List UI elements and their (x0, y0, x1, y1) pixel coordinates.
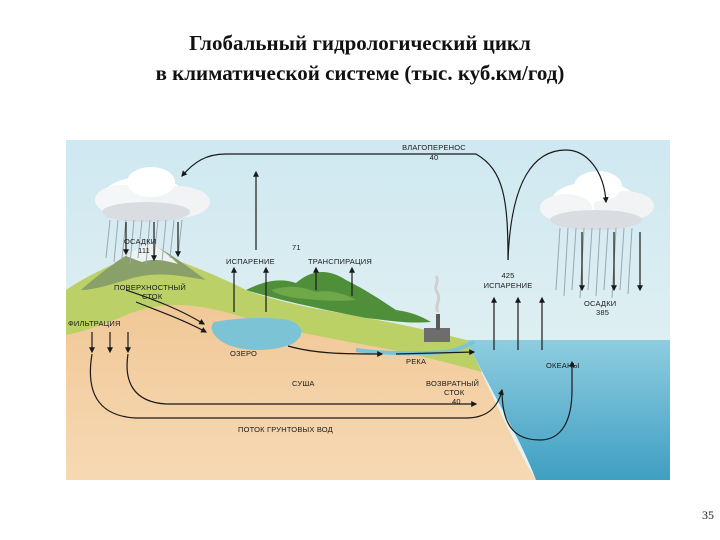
transpiration-label: ТРАНСПИРАЦИЯ (308, 257, 372, 266)
factory-smoke (434, 275, 441, 313)
land-soil (66, 252, 536, 480)
return-flow-label-2: СТОК (444, 388, 465, 397)
forest-front (271, 286, 356, 301)
surface-runoff-arrow-1 (125, 289, 206, 325)
slide-title: Глобальный гидрологический цикл в климат… (0, 28, 720, 88)
river-flow-arrow (395, 349, 476, 356)
land-rain (105, 219, 183, 265)
mountain (81, 244, 206, 290)
title-line-1: Глобальный гидрологический цикл (189, 31, 531, 55)
groundwater-flow-label: ПОТОК ГРУНТОВЫХ ВОД (238, 425, 333, 434)
arrows (89, 149, 643, 441)
ocean-precip-value: 385 (596, 308, 609, 317)
ocean (466, 340, 670, 480)
ocean-evaporation-label: ИСПАРЕНИЕ (484, 281, 533, 290)
page-number: 35 (702, 508, 714, 522)
hydrological-cycle-diagram: ВЛАГОПЕРЕНОС 40 ОСАДКИ 111 71 ИСПАРЕНИЕ … (66, 140, 670, 480)
factory (424, 328, 450, 342)
infiltration-label: ФИЛЬТРАЦИЯ (68, 319, 121, 328)
ocean-cloud (540, 171, 654, 230)
return-flow-value: 40 (452, 397, 461, 406)
land-precip-value: 111 (138, 246, 150, 255)
lake-label: ОЗЕРО (230, 349, 257, 358)
ocean-precip-label: ОСАДКИ (584, 299, 616, 308)
moisture-transport-label: ВЛАГОПЕРЕНОС (402, 143, 466, 152)
factory-chimney (436, 314, 440, 330)
land-label: СУША (292, 379, 315, 388)
moisture-transport-arrow (181, 153, 509, 261)
ocean-cloud-loop (507, 149, 609, 261)
surface-runoff-arrow-2 (135, 301, 208, 333)
land-precip-label: ОСАДКИ (124, 237, 156, 246)
groundwater-arrow-1 (89, 353, 504, 419)
land-evaporation-label: ИСПАРЕНИЕ (226, 257, 275, 266)
lake-outflow-arrow (287, 345, 384, 357)
groundwater-arrow-2 (126, 353, 478, 407)
title-line-2: в климатической системе (тыс. куб.км/год… (155, 61, 565, 85)
surface-runoff-label-1: ПОВЕРХНОСТНЫЙ (114, 283, 186, 292)
lake (211, 317, 302, 350)
river-label: РЕКА (406, 357, 426, 366)
ocean-evap-value: 425 (501, 271, 514, 280)
land-evap-value: 71 (292, 243, 301, 252)
return-flow-arrow (501, 360, 575, 441)
oceans-label: ОКЕАНЫ (546, 361, 580, 370)
return-flow-label-1: ВОЗВРАТНЫЙ (426, 379, 479, 388)
surface-runoff-label-2: СТОК (142, 292, 163, 301)
land-cloud (95, 167, 210, 222)
grass-band (66, 252, 482, 372)
moisture-transport-value: 40 (430, 153, 439, 162)
